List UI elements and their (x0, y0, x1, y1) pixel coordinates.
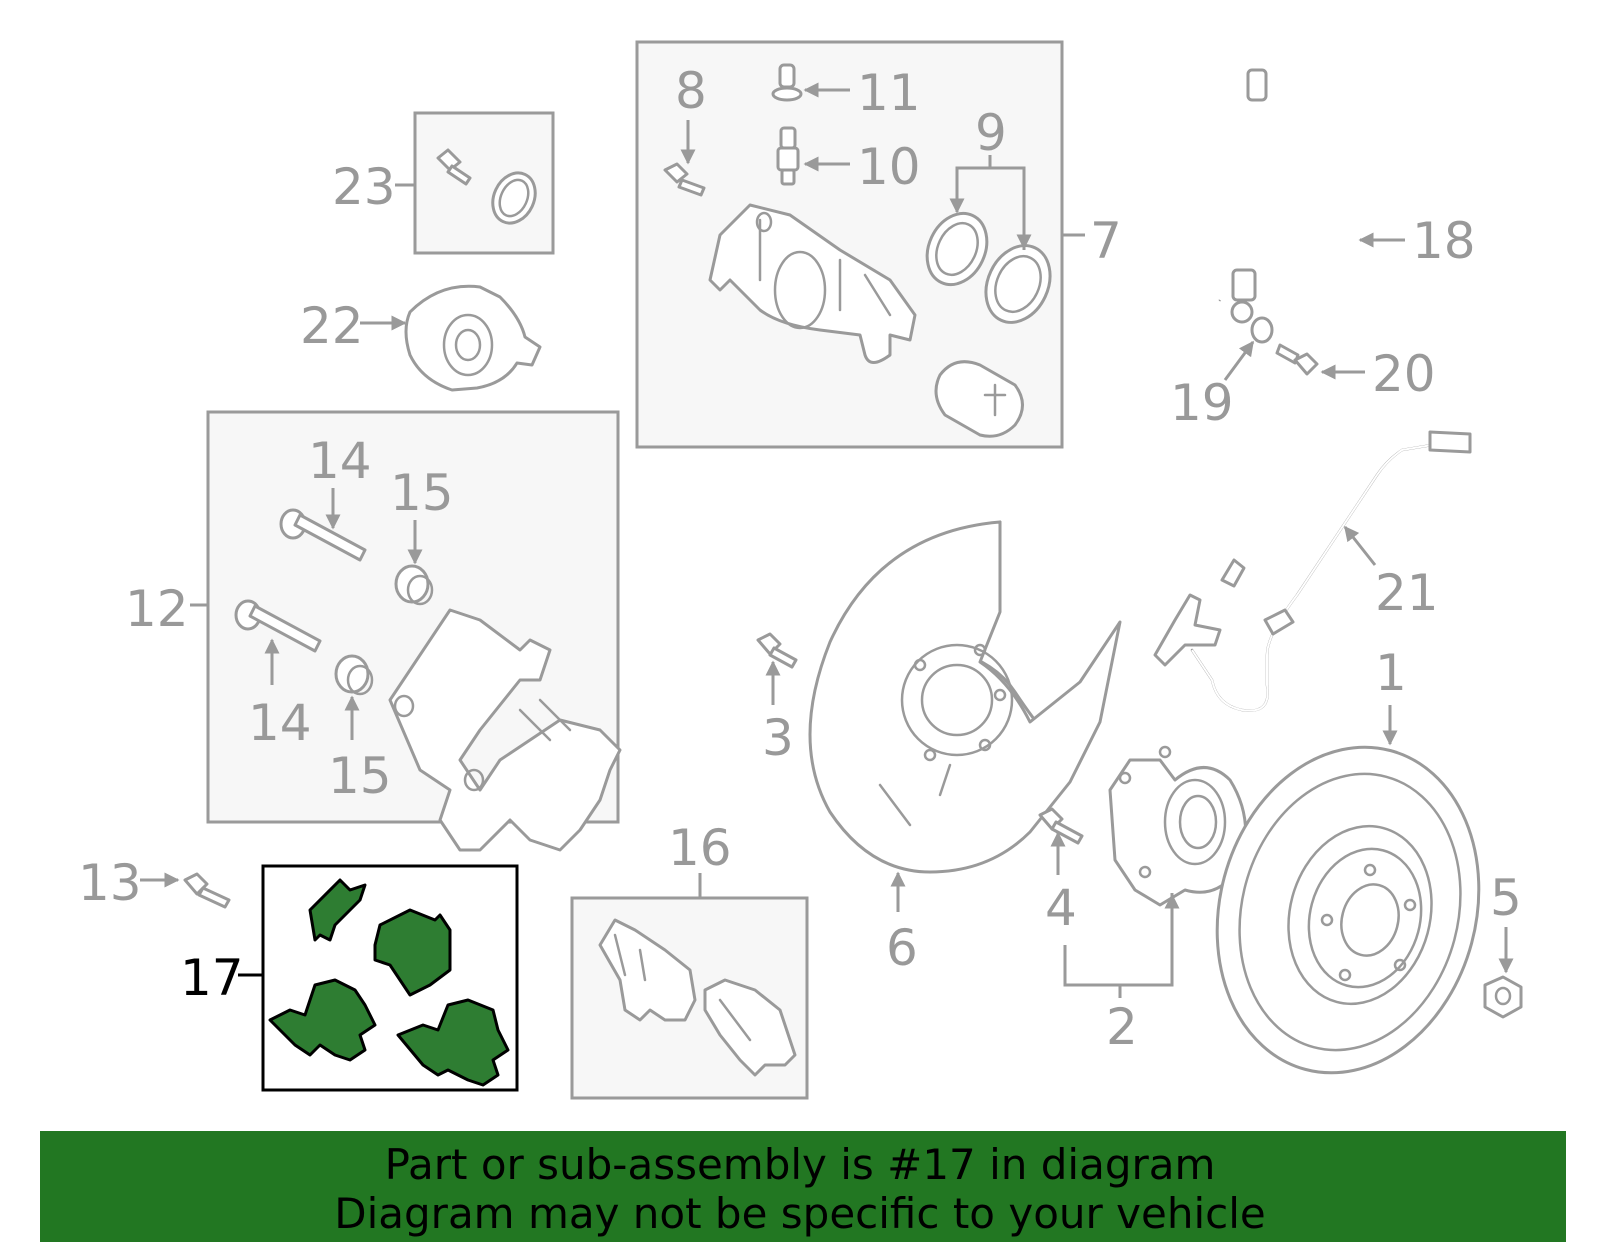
callout-20: 20 (1372, 345, 1436, 403)
callout-18: 18 (1412, 212, 1476, 270)
part-14-pin-upper[interactable] (279, 508, 367, 562)
info-banner: Part or sub-assembly is #17 in diagram D… (40, 1131, 1566, 1242)
callout-10: 10 (857, 138, 921, 196)
part-15-boot-lower[interactable] (334, 654, 374, 696)
part-23-box[interactable]: 23 (332, 111, 555, 255)
caliper-body (708, 203, 917, 364)
callout-15b: 15 (328, 747, 392, 805)
caliper-piston (934, 360, 1024, 438)
part-17-hardware-kit[interactable]: 17 (180, 864, 519, 1092)
part-12-box[interactable]: 14 14 15 15 12 (125, 410, 622, 852)
callout-9: 9 (975, 104, 1007, 162)
callout-16: 16 (668, 819, 732, 877)
part-9-seals[interactable] (916, 204, 1062, 333)
part-18-hose[interactable]: 18 (1217, 68, 1476, 324)
part-17-spring-left (268, 978, 377, 1062)
part-14-pin-lower[interactable] (234, 599, 322, 653)
part-16-box[interactable]: 16 (570, 819, 809, 1100)
callout-17: 17 (180, 949, 244, 1007)
part-6-shield[interactable]: 6 (808, 520, 1122, 977)
banner-line-2: Diagram may not be specific to your vehi… (334, 1189, 1265, 1238)
part-4-bolt[interactable]: 4 (1038, 807, 1084, 937)
part-10-bleeder[interactable] (776, 126, 800, 186)
callout-12: 12 (125, 580, 189, 638)
part-7-box[interactable]: 8 11 10 9 (635, 40, 1122, 449)
callout-22: 22 (300, 297, 364, 355)
callout-3: 3 (762, 709, 794, 767)
part-8-bolt[interactable] (663, 162, 706, 197)
callout-7: 7 (1090, 212, 1122, 270)
callout-19: 19 (1170, 374, 1234, 432)
callout-5: 5 (1490, 869, 1522, 927)
part-22-actuator[interactable]: 22 (300, 284, 542, 392)
part-13-bolt[interactable]: 13 (78, 854, 231, 912)
callout-21: 21 (1375, 564, 1439, 622)
part-17-clip-small (308, 878, 367, 942)
callout-2: 2 (1106, 998, 1138, 1056)
part-20-bolt[interactable]: 20 (1275, 343, 1436, 403)
banner-line-1: Part or sub-assembly is #17 in diagram (385, 1140, 1216, 1189)
part-5-nut[interactable]: 5 (1483, 869, 1523, 1019)
callout-6: 6 (886, 919, 918, 977)
callout-23: 23 (332, 158, 396, 216)
part-17-clip-large (373, 908, 452, 997)
part-11-cap[interactable] (771, 63, 803, 102)
part-2-hub[interactable]: 2 (1063, 745, 1248, 1056)
part-21-sensor[interactable]: 21 (1153, 430, 1472, 712)
callout-14b: 14 (248, 694, 312, 752)
carrier-bracket (388, 608, 622, 852)
callout-13: 13 (78, 854, 142, 912)
part-3-bolt[interactable]: 3 (756, 632, 798, 767)
part-17-spring-right (396, 998, 510, 1087)
part-19-washer[interactable]: 19 (1170, 316, 1274, 432)
callout-15a: 15 (390, 464, 454, 522)
callout-8: 8 (675, 62, 707, 120)
callout-4: 4 (1045, 879, 1077, 937)
callout-1: 1 (1375, 644, 1407, 702)
callout-14a: 14 (308, 432, 372, 490)
part-15-boot-upper[interactable] (394, 564, 434, 606)
part-1-rotor[interactable]: 1 (1182, 644, 1515, 1103)
callout-11: 11 (857, 64, 921, 122)
